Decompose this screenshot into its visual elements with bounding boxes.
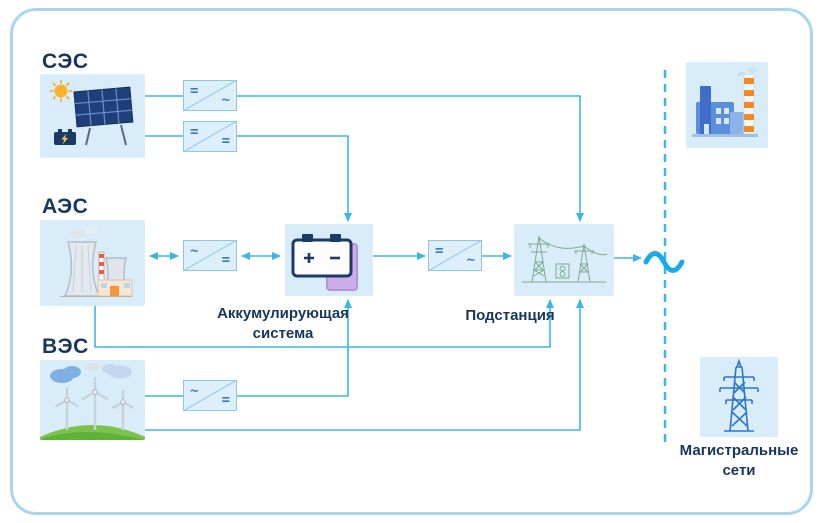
line-wind-to-substation: [145, 299, 584, 431]
converter-output-symbol: =: [221, 392, 230, 408]
substation-icon: [522, 235, 608, 283]
converter-output-symbol: ~: [221, 92, 230, 108]
line-inverter-to-substation: [237, 95, 584, 222]
converter-input-symbol: ~: [190, 243, 199, 259]
node-solar-plant: [40, 74, 145, 158]
ac-wave-icon: [643, 251, 685, 273]
node-storage-system: [285, 224, 373, 296]
converter-solar-inverter: = ~: [182, 79, 238, 112]
cloud-light: [102, 364, 132, 379]
nuclear-plant-icon: [60, 226, 133, 297]
converter-output-symbol: ~: [466, 252, 475, 268]
converter-battery-inverter: = ~: [427, 239, 483, 272]
label-storage-line1: Аккумулирующая: [217, 305, 349, 322]
node-factory-consumer: [686, 62, 768, 148]
node-wind-plant: [40, 360, 145, 440]
converter-input-symbol: =: [190, 124, 199, 140]
label-grid-line1: Магистральные: [679, 442, 799, 459]
label-ves: ВЭС: [42, 335, 89, 358]
label-substation-text: Подстанция: [465, 307, 555, 324]
cloud-dark: [50, 366, 81, 383]
converter-output-symbol: =: [221, 133, 230, 149]
sun-icon: [50, 80, 72, 102]
line-nuclear-to-substation: [94, 299, 554, 348]
converter-wind-rectifier: ~ =: [182, 379, 238, 412]
label-transmission-grid: Магистральные сети: [672, 441, 806, 480]
factory-icon: [692, 67, 758, 137]
plus-terminal: [304, 253, 314, 263]
storage-battery-small: [54, 129, 76, 145]
label-substation: Подстанция: [445, 306, 575, 326]
solar-plant-icon: [50, 80, 134, 146]
label-storage-system: Аккумулирующая система: [193, 304, 373, 343]
converter-output-symbol: =: [221, 252, 230, 268]
converter-input-symbol: =: [435, 243, 444, 259]
label-grid-line2: сети: [722, 461, 756, 479]
node-nuclear-plant: [40, 220, 145, 306]
battery-icon: [291, 234, 358, 291]
transmission-tower-icon: [719, 358, 759, 432]
power-flow-lines: [94, 95, 642, 431]
label-aes: АЭС: [42, 195, 89, 218]
converter-nuclear-rectifier: ~ =: [182, 239, 238, 272]
converter-input-symbol: =: [190, 83, 199, 99]
line-rectifier-to-battery-bottom: [237, 299, 352, 397]
smoke: [747, 67, 758, 74]
label-ses: СЭС: [42, 50, 89, 73]
plant-building: [97, 279, 133, 297]
node-substation: [514, 224, 614, 296]
label-storage-line2: система: [252, 324, 314, 342]
node-transmission-grid: [700, 357, 778, 437]
wind-plant-icon: [40, 363, 145, 440]
converter-solar-dc-dc: = =: [182, 120, 238, 153]
solar-panel: [73, 86, 134, 128]
striped-stack: [98, 251, 105, 281]
line-dcdc-to-battery: [237, 135, 352, 222]
converter-input-symbol: ~: [190, 383, 199, 399]
